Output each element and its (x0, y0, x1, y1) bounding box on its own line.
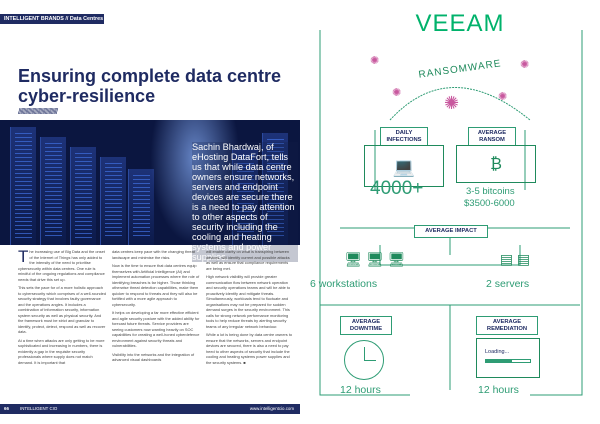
virus-icon: ✺ (520, 59, 530, 71)
servers-value: 2 servers (486, 278, 530, 290)
slash-divider: //////////////////////////////// (18, 108, 58, 116)
bitcoin-coins-icon: ₿ (456, 145, 536, 183)
clock-icon (344, 340, 384, 380)
average-ransom-usd: $3500-6000 (464, 198, 515, 209)
average-ransom-value: 3-5 bitcoins (466, 186, 515, 197)
loading-label: Loading... (485, 349, 510, 355)
loading-laptop-icon: Loading... (476, 338, 540, 378)
page-number: 66 (4, 406, 9, 411)
paragraph: At a time when attacks are only getting … (18, 337, 105, 365)
virus-icon: ✺ (498, 91, 508, 103)
article-column-3: will enable clarity on what is transpiri… (206, 249, 294, 399)
veeam-logo: VEEAM (415, 10, 505, 37)
average-impact-label: AVERAGE IMPACT (414, 225, 488, 238)
paragraph: Visibility into the networks and the int… (112, 351, 195, 363)
magazine-name: INTELLIGENT CIO (20, 406, 58, 411)
daily-infections-value: 4000+ (370, 178, 424, 199)
paragraph: While a lot is being done by data centre… (206, 332, 293, 365)
section-label: INTELLIGENT BRANDS // Data Centres (0, 14, 104, 24)
infected-laptops-icon: 💻 (364, 145, 444, 187)
article-page: INTELLIGENT BRANDS // Data Centres Ensur… (0, 14, 300, 414)
drop-cap: T (18, 249, 29, 266)
paragraph: It helps on developing a far more effect… (112, 310, 200, 348)
paragraph: he increasing use of Big Data and the on… (18, 249, 105, 282)
infographic-connectors (319, 30, 583, 396)
hero-image-data-centre (0, 120, 300, 245)
page-footer: 66 INTELLIGENT CIO www.intelligentcio.co… (0, 404, 300, 414)
paragraph: This sets the pace for of a more holisti… (18, 285, 106, 334)
paragraph: High network visibility will provide gre… (206, 274, 291, 329)
average-ransom-label: AVERAGE RANSOM (468, 127, 516, 146)
paragraph: data centres keep pace with the changing… (112, 249, 195, 260)
virus-icon: ✺ (392, 87, 402, 99)
servers-icon: ▤ ▤ (499, 251, 531, 267)
hero-quote: Sachin Bhardwaj, of eHosting DataFort, t… (192, 142, 298, 262)
workstations-value: 6 workstations (310, 278, 378, 290)
average-remediation-label: AVERAGE REMEDIATION (476, 316, 538, 335)
article-title: Ensuring complete data centre cyber-resi… (18, 66, 282, 106)
workstations-icon: 🖥 🖥 🖥 (344, 251, 406, 267)
paragraph: Now is the time to ensure that data cent… (112, 263, 200, 307)
virus-icon: ✺ (370, 55, 380, 67)
infographic-page: VEEAM RANSOMWARE ✺ ✺ ✺ ✺ ✺ DAILY INFECTI… (300, 0, 600, 424)
remediation-value: 12 hours (478, 384, 519, 396)
average-downtime-label: AVERAGE DOWNTIME (340, 316, 392, 335)
article-column-2: data centres keep pace with the changing… (112, 249, 200, 399)
paragraph: will enable clarity on what is transpiri… (206, 249, 290, 271)
daily-infections-label: DAILY INFECTIONS (380, 127, 428, 146)
footer-url: www.intelligentcio.com (249, 406, 294, 411)
downtime-value: 12 hours (340, 384, 381, 396)
virus-icon: ✺ (444, 93, 460, 113)
